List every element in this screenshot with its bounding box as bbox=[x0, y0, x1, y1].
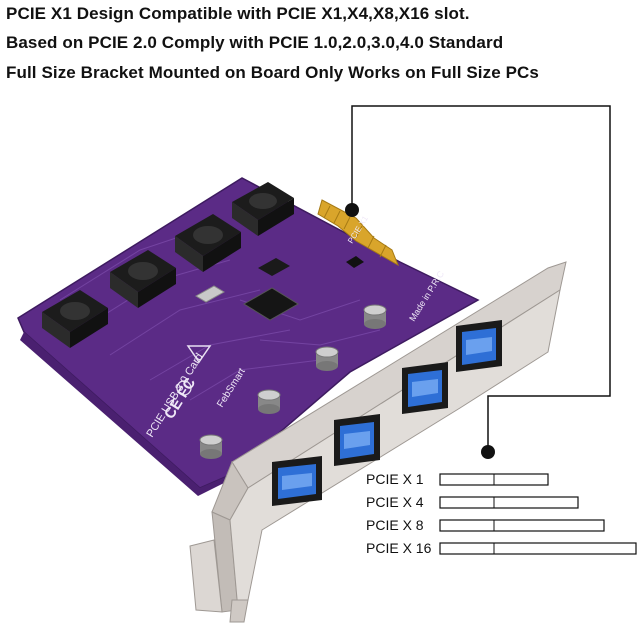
callout-dot-bottom bbox=[481, 445, 495, 459]
inductor-2 bbox=[110, 250, 176, 308]
regulator-chip bbox=[258, 258, 290, 276]
transistor bbox=[346, 256, 364, 268]
inductor-4 bbox=[232, 182, 294, 236]
inductor-1 bbox=[42, 290, 108, 348]
callout-line bbox=[351, 105, 611, 450]
slot-label-x1: PCIE X 1 bbox=[366, 471, 424, 487]
warning-icon bbox=[186, 345, 212, 364]
usb-port-1 bbox=[272, 456, 322, 506]
headline-line-2: Based on PCIE 2.0 Comply with PCIE 1.0,2… bbox=[6, 33, 504, 52]
slot-bar-x16 bbox=[439, 542, 637, 555]
slot-label-x4: PCIE X 4 bbox=[366, 494, 424, 510]
usb-port-3 bbox=[402, 362, 448, 414]
capacitor-1 bbox=[363, 304, 387, 329]
slot-bar-x4 bbox=[439, 496, 579, 509]
metal-bracket bbox=[189, 261, 567, 623]
gold-fingers bbox=[317, 199, 399, 267]
slot-label-x8: PCIE X 8 bbox=[366, 517, 424, 533]
usb-port-4 bbox=[456, 320, 502, 372]
headline-line-3: Full Size Bracket Mounted on Board Only … bbox=[6, 63, 539, 82]
inductor-3 bbox=[175, 214, 241, 272]
callout-dot-top bbox=[345, 203, 359, 217]
crystal bbox=[195, 285, 225, 303]
slot-label-x16: PCIE X 16 bbox=[366, 540, 432, 556]
slot-bar-x8 bbox=[439, 519, 605, 532]
capacitor-3 bbox=[257, 389, 281, 414]
headline-line-1: PCIE X1 Design Compatible with PCIE X1,X… bbox=[6, 4, 470, 23]
cert-circle-icon bbox=[176, 380, 192, 396]
usb-port-2 bbox=[334, 414, 380, 466]
capacitor-4 bbox=[199, 434, 223, 459]
capacitor-2 bbox=[315, 346, 339, 371]
slot-legend-bars bbox=[439, 473, 637, 555]
controller-chip bbox=[243, 287, 299, 321]
